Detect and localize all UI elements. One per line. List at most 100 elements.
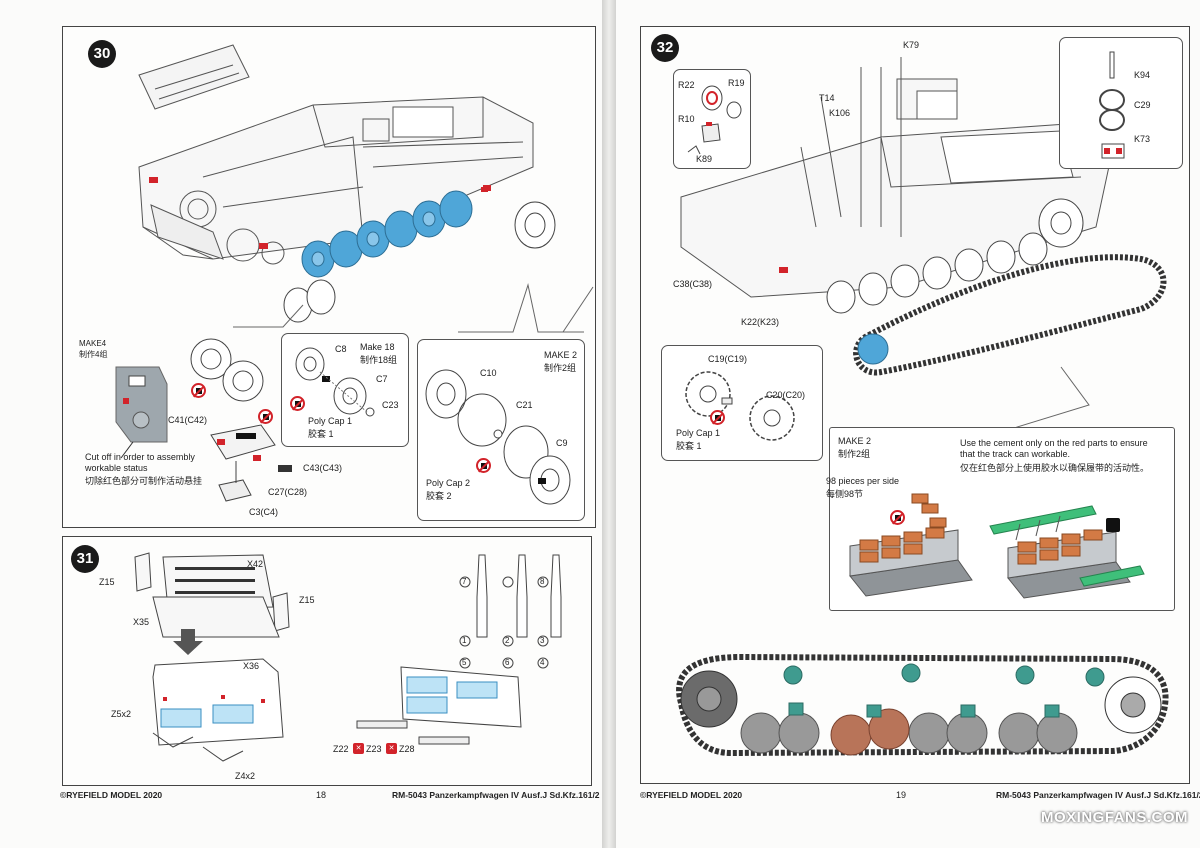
make18-polycap-cn: 胶套 1 — [308, 429, 334, 439]
road-wheel-detail — [295, 347, 375, 417]
label-c9: C9 — [556, 438, 568, 448]
sprocket-drawing — [685, 371, 795, 441]
label-c7: C7 — [376, 374, 388, 384]
footer-title-left: RM-5043 Panzerkampfwagen IV Ausf.J Sd.Kf… — [392, 790, 600, 800]
ammo-num-8: 8 — [540, 577, 545, 586]
label-k79: K79 — [903, 40, 920, 50]
ammo-num-6: 6 — [505, 658, 510, 667]
make18-box: Make 18 制作18组 C8 C7 C23 Poly Cap 1 胶套 1 — [281, 333, 409, 447]
cut-note-line1: Cut off in order to assembly — [85, 452, 195, 462]
label-k73: K73 — [1134, 134, 1151, 144]
make2-polycap: Poly Cap 2 — [426, 478, 471, 488]
step-32-frame: 32 — [640, 26, 1190, 784]
cap-icon-1: ✕ — [353, 743, 364, 754]
no-glue-icon-4 — [476, 458, 491, 473]
tow-hook-drawing — [1099, 51, 1125, 159]
label-z28: Z28 — [399, 744, 415, 754]
ammo-num-4: 4 — [540, 658, 545, 667]
label-z5: Z5x2 — [111, 709, 132, 719]
track-jig-drawing — [849, 493, 1145, 599]
make4-label: MAKE4 — [79, 339, 107, 348]
make2-idler-title: MAKE 2 — [544, 350, 578, 360]
label-k89: K89 — [696, 154, 713, 164]
no-glue-icon-6 — [890, 510, 905, 525]
track-note-cn: 仅在红色部分上使用胶水以确保履带的活动性。 — [960, 463, 1150, 473]
make18-polycap: Poly Cap 1 — [308, 416, 353, 426]
label-x36: X36 — [243, 661, 260, 671]
label-c3: C3(C4) — [249, 507, 279, 517]
ammo-num-1: 1 — [462, 636, 467, 645]
label-c23: C23 — [382, 400, 399, 410]
no-glue-icon-3 — [290, 396, 305, 411]
cut-note-cn: 切除红色部分可制作活动悬挂 — [85, 476, 203, 486]
ammo-num-3: 3 — [540, 636, 545, 645]
footer-copyright-right: ©RYEFIELD MODEL 2020 — [640, 790, 743, 800]
track-make-title: MAKE 2 — [838, 436, 872, 446]
left-page: 30 — [0, 0, 602, 848]
label-r19: R19 — [728, 78, 745, 88]
footer-title-right: RM-5043 Panzerkampfwagen IV Ausf.J Sd.Kf… — [996, 790, 1200, 800]
ammo-num-5: 5 — [462, 658, 467, 667]
label-r10: R10 — [678, 114, 695, 124]
bracket-detail-box: R22 R19 R10 K89 — [673, 69, 751, 169]
label-z22: Z22 — [333, 744, 349, 754]
make2-idler-title-cn: 制作2组 — [544, 363, 577, 373]
label-c27: C27(C28) — [268, 487, 308, 497]
track-pieces-cn: 每侧98节 — [826, 489, 864, 499]
hull-lower-drawing — [138, 44, 594, 333]
step-30-frame: 30 — [62, 26, 596, 528]
label-k94: K94 — [1134, 70, 1151, 80]
sprocket-detail-box: C19(C19) C20(C20) Poly Cap 1 胶套 1 — [661, 345, 823, 461]
site-watermark: MOXINGFANS.COM — [1040, 809, 1188, 826]
label-c21: C21 — [516, 400, 533, 410]
page-number-left: 18 — [316, 790, 327, 800]
step-30-number: 30 — [88, 40, 116, 68]
ammo-num-7: 7 — [462, 577, 467, 586]
label-x42: X42 — [247, 559, 264, 569]
no-glue-icon-5 — [710, 410, 725, 425]
label-z4: Z4x2 — [235, 771, 256, 781]
label-c29: C29 — [1134, 100, 1151, 110]
page-number-right: 19 — [896, 790, 907, 800]
step-32-number: 32 — [651, 34, 679, 62]
label-c38: C38(C38) — [673, 279, 713, 289]
idler-wheel-detail — [425, 369, 571, 505]
step-31-number: 31 — [71, 545, 99, 573]
label-c10: C10 — [480, 368, 497, 378]
right-page: 32 — [616, 0, 1200, 848]
label-c19: C19(C19) — [708, 354, 748, 364]
label-z15a: Z15 — [99, 577, 115, 587]
make18-title: Make 18 — [360, 342, 395, 352]
ammo-rack-drawing — [134, 552, 562, 762]
label-c20: C20(C20) — [766, 390, 806, 400]
make2-idler-box: MAKE 2 制作2组 C10 C21 C9 Poly Cap 2 胶套 2 — [417, 339, 585, 521]
bracket-detail-drawing — [687, 85, 742, 155]
tow-hook-detail-box: K94 C29 K73 — [1059, 37, 1183, 169]
track-note-line1: Use the cement only on the red parts to … — [960, 438, 1148, 448]
label-z23: Z23 — [366, 744, 382, 754]
label-k22: K22(K23) — [741, 317, 780, 327]
label-c43: C43(C43) — [303, 463, 343, 473]
label-z15b: Z15 — [299, 595, 315, 605]
suspension-detail-drawing — [115, 366, 168, 459]
sprocket-polycap-cn: 胶套 1 — [676, 441, 702, 451]
label-x35: X35 — [133, 617, 150, 627]
make4-label-cn: 制作4组 — [79, 350, 108, 359]
part-c43-shape — [278, 465, 292, 472]
bogie-assembly-drawing — [190, 338, 276, 502]
label-c8: C8 — [335, 344, 347, 354]
make2-polycap-cn: 胶套 2 — [426, 491, 452, 501]
footer-copyright-left: ©RYEFIELD MODEL 2020 — [60, 790, 163, 800]
label-k106: K106 — [829, 108, 851, 118]
hull-upper-drawing — [676, 57, 1169, 757]
track-note-line2: that the track can workable. — [960, 449, 1071, 459]
track-make-title-cn: 制作2组 — [838, 449, 871, 459]
ammo-num-2: 2 — [505, 636, 510, 645]
make18-title-cn: 制作18组 — [360, 355, 398, 365]
sprocket-polycap: Poly Cap 1 — [676, 428, 721, 438]
step-31-frame: 31 — [62, 536, 592, 786]
no-glue-icon-2 — [258, 409, 273, 424]
track-pieces: 98 pieces per side — [826, 476, 900, 486]
label-c41: C41(C42) — [168, 415, 208, 425]
cap-icon-2: ✕ — [386, 743, 397, 754]
